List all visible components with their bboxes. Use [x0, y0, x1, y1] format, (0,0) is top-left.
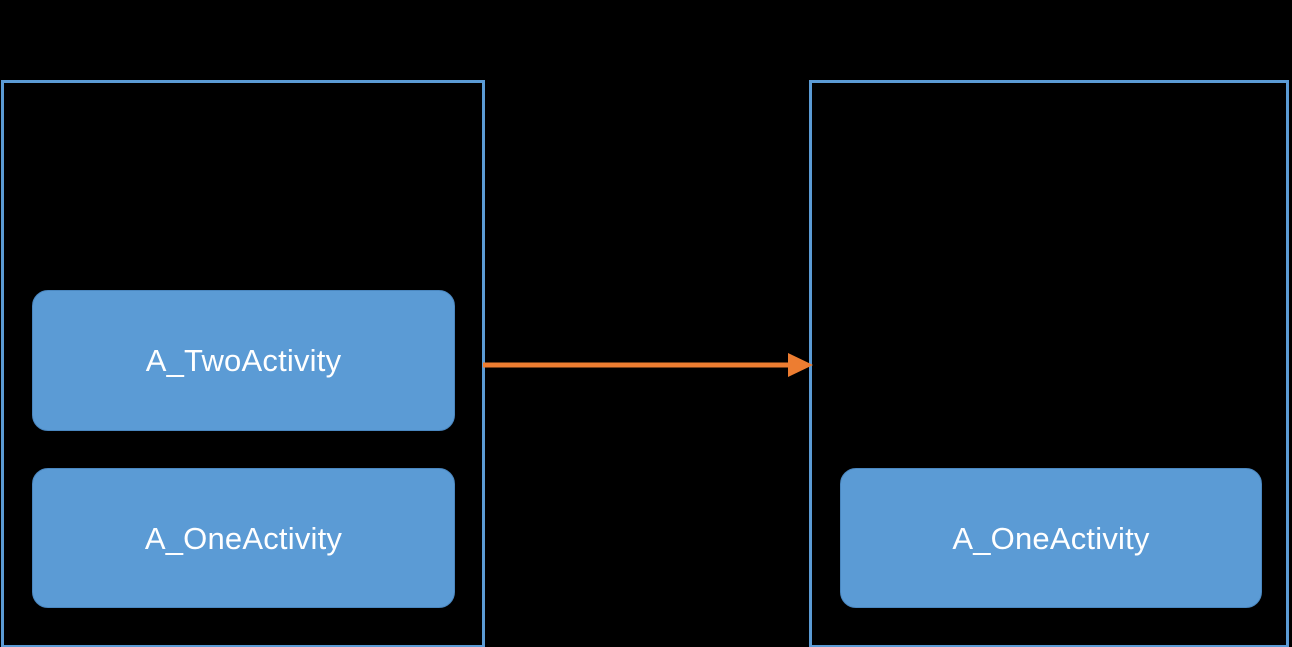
arrow-head — [788, 353, 813, 377]
activity-box-one-left[interactable]: A_OneActivity — [32, 468, 455, 608]
activity-box-two-left[interactable]: A_TwoActivity — [32, 290, 455, 431]
activity-box-one-right[interactable]: A_OneActivity — [840, 468, 1262, 608]
transition-arrow-icon — [483, 353, 813, 377]
right-stack-panel — [809, 80, 1289, 647]
